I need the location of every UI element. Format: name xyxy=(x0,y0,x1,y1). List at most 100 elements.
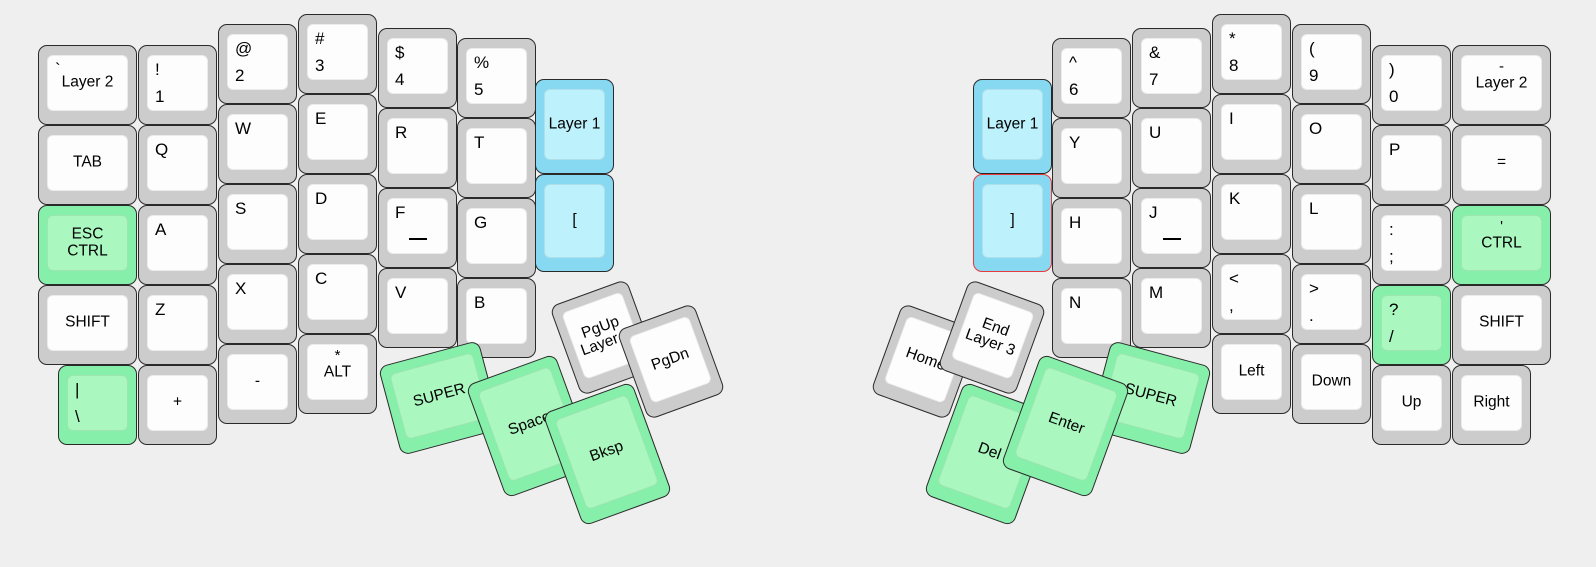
key-legend-shifted: M xyxy=(1149,283,1164,302)
key-2-at[interactable]: @2 xyxy=(218,24,297,104)
key-f-homing[interactable]: F xyxy=(378,188,457,268)
key-5-percent[interactable]: %5 xyxy=(457,38,536,118)
key-minus-layer2[interactable]: -Layer 2 xyxy=(1452,45,1551,125)
keycap-surface: Y xyxy=(1061,128,1122,184)
key-legend-main: ] xyxy=(1010,211,1015,229)
keycap-surface: D xyxy=(307,184,368,240)
keycap-surface: SHIFT xyxy=(47,295,128,351)
key-legend-shifted: C xyxy=(315,269,328,288)
keycap-surface: <, xyxy=(1221,264,1282,320)
keycap-surface: F xyxy=(387,198,448,254)
key-r[interactable]: R xyxy=(378,108,457,188)
key-shift-right[interactable]: SHIFT xyxy=(1452,285,1551,365)
key-z[interactable]: Z xyxy=(138,285,217,365)
key-s[interactable]: S xyxy=(218,184,297,264)
key-3-hash[interactable]: #3 xyxy=(298,14,377,94)
key-down-arrow[interactable]: Down xyxy=(1292,344,1371,424)
key-up-arrow[interactable]: Up xyxy=(1372,365,1451,445)
key-minus[interactable]: - xyxy=(218,344,297,424)
key-e[interactable]: E xyxy=(298,94,377,174)
key-m[interactable]: M xyxy=(1132,268,1211,348)
key-legend-main: + xyxy=(172,393,183,411)
keycap-surface: Q xyxy=(147,135,208,191)
key-9-paren-open[interactable]: (9 xyxy=(1292,24,1371,104)
key-plus[interactable]: + xyxy=(138,365,217,445)
keycap-surface: V xyxy=(387,278,448,334)
key-y[interactable]: Y xyxy=(1052,118,1131,198)
key-g[interactable]: G xyxy=(457,198,536,278)
key-a[interactable]: A xyxy=(138,205,217,285)
key-legend-main: SHIFT xyxy=(1479,313,1524,331)
key-shift-left[interactable]: SHIFT xyxy=(38,285,137,365)
key-legend-shifted: E xyxy=(315,109,327,128)
keycap-surface: PgDn xyxy=(628,315,713,404)
key-legend-shifted: W xyxy=(235,119,252,138)
key-legend-shifted: V xyxy=(395,283,407,302)
key-l[interactable]: L xyxy=(1292,184,1371,264)
key-6-caret[interactable]: ^6 xyxy=(1052,38,1131,118)
key-legend-base: 5 xyxy=(474,79,484,99)
key-legend-main: TAB xyxy=(73,153,102,171)
key-legend-base: 2 xyxy=(235,65,245,85)
key-layer1-left[interactable]: Layer 1 xyxy=(535,79,614,174)
key-legend-shifted: ` xyxy=(55,60,61,79)
keycap-surface: ?/ xyxy=(1381,295,1442,351)
key-legend-base: 7 xyxy=(1149,69,1159,89)
key-layer1-right[interactable]: Layer 1 xyxy=(973,79,1052,174)
keycap-surface: C xyxy=(307,264,368,320)
keycap-surface: :; xyxy=(1381,215,1442,271)
key-period-greater[interactable]: >. xyxy=(1292,264,1371,344)
key-legend-shifted: < xyxy=(1229,269,1239,288)
key-u[interactable]: U xyxy=(1132,108,1211,188)
key-8-asterisk[interactable]: *8 xyxy=(1212,14,1291,94)
keycap-surface: Z xyxy=(147,295,208,351)
key-right-arrow[interactable]: Right xyxy=(1452,365,1531,445)
key-b[interactable]: B xyxy=(457,278,536,358)
key-w[interactable]: W xyxy=(218,104,297,184)
keycap-surface: )0 xyxy=(1381,55,1442,111)
key-i[interactable]: I xyxy=(1212,94,1291,174)
keycap-surface: >. xyxy=(1301,274,1362,330)
key-legend-shifted: % xyxy=(474,53,490,72)
key-legend-shifted: T xyxy=(474,133,485,152)
key-x[interactable]: X xyxy=(218,264,297,344)
key-bracket-left[interactable]: [ xyxy=(535,174,614,272)
key-tab[interactable]: TAB xyxy=(38,125,137,205)
key-t[interactable]: T xyxy=(457,118,536,198)
key-j-homing[interactable]: J xyxy=(1132,188,1211,268)
key-o[interactable]: O xyxy=(1292,104,1371,184)
key-v[interactable]: V xyxy=(378,268,457,348)
key-legend-shifted: K xyxy=(1229,189,1241,208)
key-bracket-right[interactable]: ] xyxy=(973,174,1052,272)
key-legend-base: 1 xyxy=(155,86,165,106)
key-k[interactable]: K xyxy=(1212,174,1291,254)
key-semicolon[interactable]: :; xyxy=(1372,205,1451,285)
key-quote-ctrl[interactable]: 'CTRL xyxy=(1452,205,1551,285)
key-d[interactable]: D xyxy=(298,174,377,254)
key-comma-less[interactable]: <, xyxy=(1212,254,1291,334)
keycap-surface: Down xyxy=(1301,354,1362,410)
key-equals[interactable]: = xyxy=(1452,125,1551,205)
key-1-exclaim[interactable]: !1 xyxy=(138,45,217,125)
key-grave-layer2[interactable]: Layer 2` xyxy=(38,45,137,125)
key-h[interactable]: H xyxy=(1052,198,1131,278)
key-7-ampersand[interactable]: &7 xyxy=(1132,28,1211,108)
key-asterisk-alt[interactable]: *ALT xyxy=(298,334,377,414)
key-c[interactable]: C xyxy=(298,254,377,334)
key-slash-question[interactable]: ?/ xyxy=(1372,285,1451,365)
key-legend-shifted: J xyxy=(1149,203,1158,222)
key-legend-shifted: L xyxy=(1309,199,1319,218)
key-q[interactable]: Q xyxy=(138,125,217,205)
key-legend-shifted: G xyxy=(474,213,488,232)
keycap-surface: J xyxy=(1141,198,1202,254)
key-legend-shifted: D xyxy=(315,189,328,208)
key-legend-top: * xyxy=(334,347,341,364)
key-pipe-backslash[interactable]: |\ xyxy=(58,365,137,445)
key-legend-main: Down xyxy=(1311,372,1352,390)
key-4-dollar[interactable]: $4 xyxy=(378,28,457,108)
key-esc-ctrl[interactable]: ESC CTRL xyxy=(38,205,137,285)
key-p[interactable]: P xyxy=(1372,125,1451,205)
key-left-arrow[interactable]: Left xyxy=(1212,334,1291,414)
key-0-paren-close[interactable]: )0 xyxy=(1372,45,1451,125)
key-legend-main: Layer 2 xyxy=(61,73,114,91)
